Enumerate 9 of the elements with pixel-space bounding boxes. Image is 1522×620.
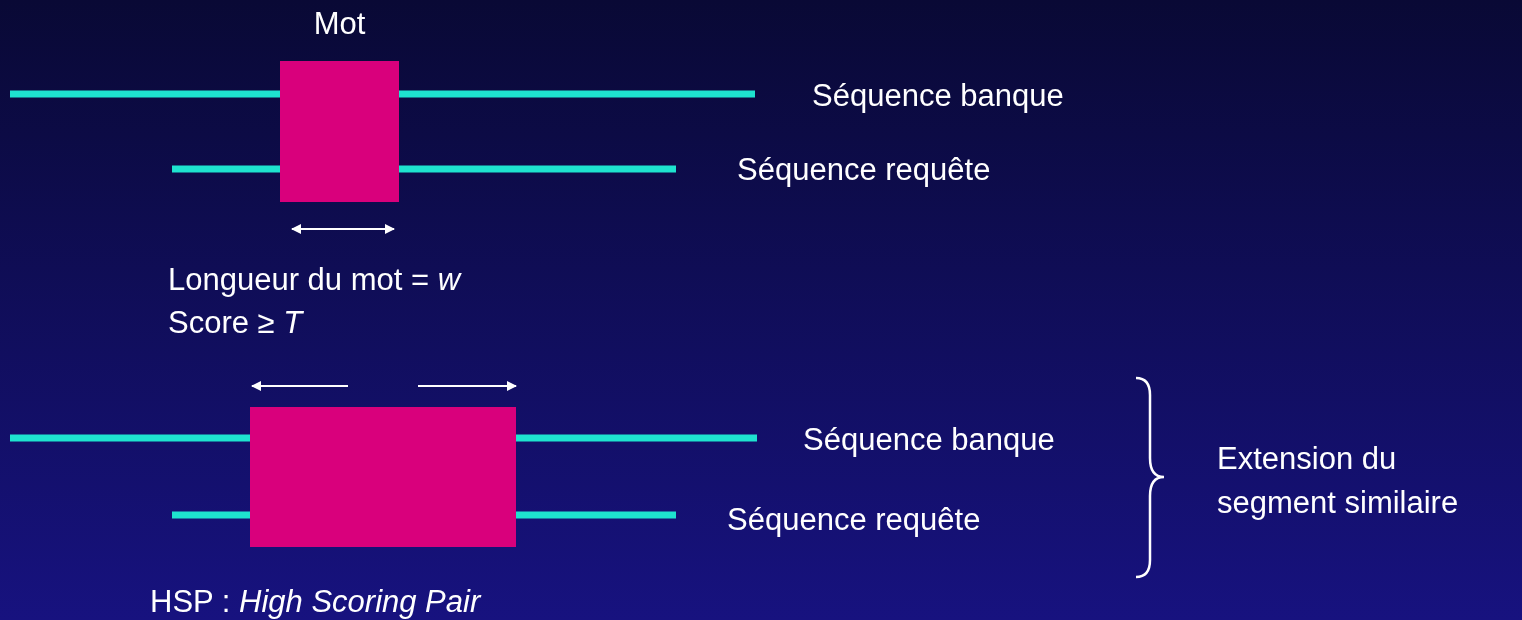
sequence-label: Séquence requête bbox=[727, 502, 981, 538]
sequence-label: Séquence banque bbox=[803, 422, 1055, 458]
sequence-label: Séquence banque bbox=[812, 78, 1064, 114]
annotation-text: Longueur du mot = w bbox=[168, 262, 461, 298]
box-heading: Mot bbox=[313, 6, 366, 42]
caption-text: HSP : High Scoring Pair bbox=[150, 584, 481, 620]
bracket-label: Extension du segment similaire bbox=[1217, 440, 1460, 522]
sequence-label: Séquence requête bbox=[737, 152, 991, 188]
annotation-text: Score ≥ T bbox=[168, 305, 303, 341]
